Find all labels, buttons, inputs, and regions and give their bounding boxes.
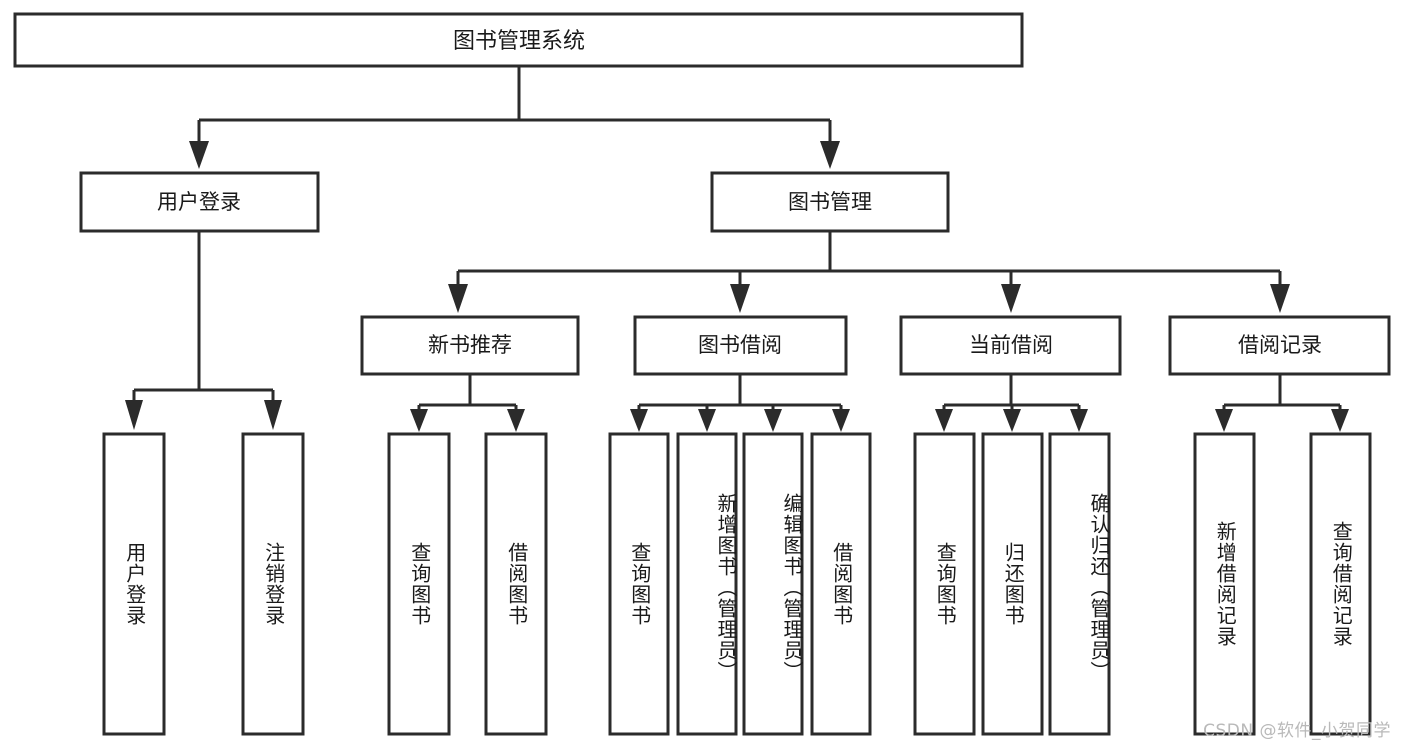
- node-leaf-user-login-box[interactable]: [102, 432, 166, 736]
- connector-group-root: [189, 66, 840, 169]
- node-leaf-return-book-box[interactable]: [981, 432, 1044, 736]
- arrow-head-new-book-recommend: [448, 284, 468, 313]
- node-new-book-recommend-box[interactable]: [360, 315, 580, 376]
- arrow-head-book-borrow: [730, 284, 750, 313]
- leaf-box-group: [102, 432, 1372, 736]
- arrow-head-leaf-return-book: [1003, 409, 1021, 432]
- node-leaf-add-book-box[interactable]: [676, 432, 738, 736]
- connector-group-current-borrow: [935, 374, 1088, 432]
- node-leaf-add-record-box[interactable]: [1193, 432, 1256, 736]
- node-current-borrow-box[interactable]: [899, 315, 1122, 376]
- arrow-head-leaf-borrow-book-1: [507, 409, 525, 432]
- node-user-login-label: 用户登录: [157, 190, 241, 214]
- connector-group-book-manage: [448, 231, 1290, 313]
- node-leaf-query-book-1-box[interactable]: [387, 432, 451, 736]
- node-current-borrow[interactable]: 当前借阅: [899, 315, 1122, 376]
- node-book-manage[interactable]: 图书管理: [710, 171, 950, 233]
- arrow-head-leaf-add-record: [1215, 409, 1233, 432]
- arrow-head-leaf-query-book-1: [410, 409, 428, 432]
- node-leaf-edit-book-box[interactable]: [742, 432, 804, 736]
- node-borrow-record[interactable]: 借阅记录: [1168, 315, 1391, 376]
- node-book-manage-box[interactable]: [710, 171, 950, 233]
- node-leaf-query-book-2-box[interactable]: [608, 432, 670, 736]
- node-book-manage-label: 图书管理: [788, 190, 872, 214]
- arrow-head-book-manage: [820, 141, 840, 169]
- arrow-head-leaf-edit-book: [764, 409, 782, 432]
- connector-group-book-borrow: [630, 374, 850, 432]
- node-leaf-logout-box[interactable]: [241, 432, 305, 736]
- csdn-watermark: CSDN @软件_小贺同学: [1203, 721, 1391, 741]
- node-root-box[interactable]: [13, 12, 1024, 68]
- connector-group-new-book-recommend: [410, 374, 525, 432]
- node-borrow-record-box[interactable]: [1168, 315, 1391, 376]
- node-root[interactable]: 图书管理系统: [13, 12, 1024, 68]
- arrow-head-leaf-borrow-book-2: [832, 409, 850, 432]
- arrow-head-leaf-add-book: [698, 409, 716, 432]
- node-leaf-query-record-box[interactable]: [1309, 432, 1372, 736]
- node-user-login-box[interactable]: [79, 171, 320, 233]
- connector-group-user-login: [125, 231, 282, 430]
- node-borrow-record-label: 借阅记录: [1238, 333, 1322, 357]
- arrow-head-leaf-confirm-return: [1070, 409, 1088, 432]
- node-book-borrow-label: 图书借阅: [698, 333, 782, 357]
- arrow-head-current-borrow: [1001, 284, 1021, 313]
- node-root-label: 图书管理系统: [453, 29, 585, 54]
- node-leaf-borrow-book-2-box[interactable]: [810, 432, 872, 736]
- node-leaf-query-book-3-box[interactable]: [913, 432, 976, 736]
- node-leaf-confirm-return-box[interactable]: [1048, 432, 1111, 736]
- arrow-head-user-login: [189, 141, 209, 169]
- node-new-book-recommend-label: 新书推荐: [428, 333, 512, 357]
- arrow-head-leaf-query-book-3: [935, 409, 953, 432]
- node-book-borrow[interactable]: 图书借阅: [633, 315, 848, 376]
- arrow-head-leaf-query-book-2: [630, 409, 648, 432]
- arrow-head-leaf-query-record: [1331, 409, 1349, 432]
- node-new-book-recommend[interactable]: 新书推荐: [360, 315, 580, 376]
- arrow-head-leaf-logout: [264, 400, 282, 430]
- arrow-head-borrow-record: [1270, 284, 1290, 313]
- connector-group-borrow-record: [1215, 374, 1349, 432]
- node-leaf-borrow-book-1-box[interactable]: [484, 432, 548, 736]
- node-user-login[interactable]: 用户登录: [79, 171, 320, 233]
- node-book-borrow-box[interactable]: [633, 315, 848, 376]
- node-current-borrow-label: 当前借阅: [969, 333, 1053, 357]
- arrow-head-leaf-user-login: [125, 400, 143, 430]
